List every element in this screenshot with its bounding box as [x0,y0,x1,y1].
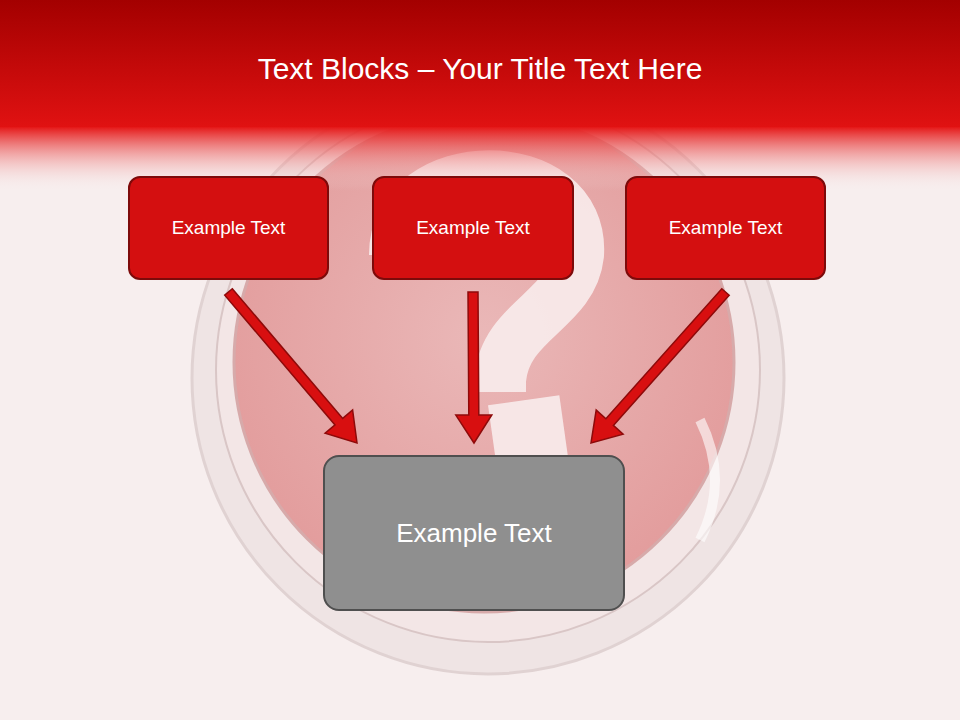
box-text: Example Text [416,217,530,239]
flow-arrow [456,292,492,443]
box-text: Example Text [172,217,286,239]
text-block: Example Text [625,176,826,280]
text-block: Example Text [128,176,329,280]
box-text: Example Text [669,217,783,239]
highlight [700,420,715,540]
box-text: Example Text [396,518,552,549]
result-box: Example Text [323,455,625,611]
text-block: Example Text [372,176,574,280]
header-bar [0,0,960,128]
flow-arrow [591,289,729,443]
flow-arrow [225,289,357,443]
slide-title: Text Blocks – Your Title Text Here [0,52,960,86]
